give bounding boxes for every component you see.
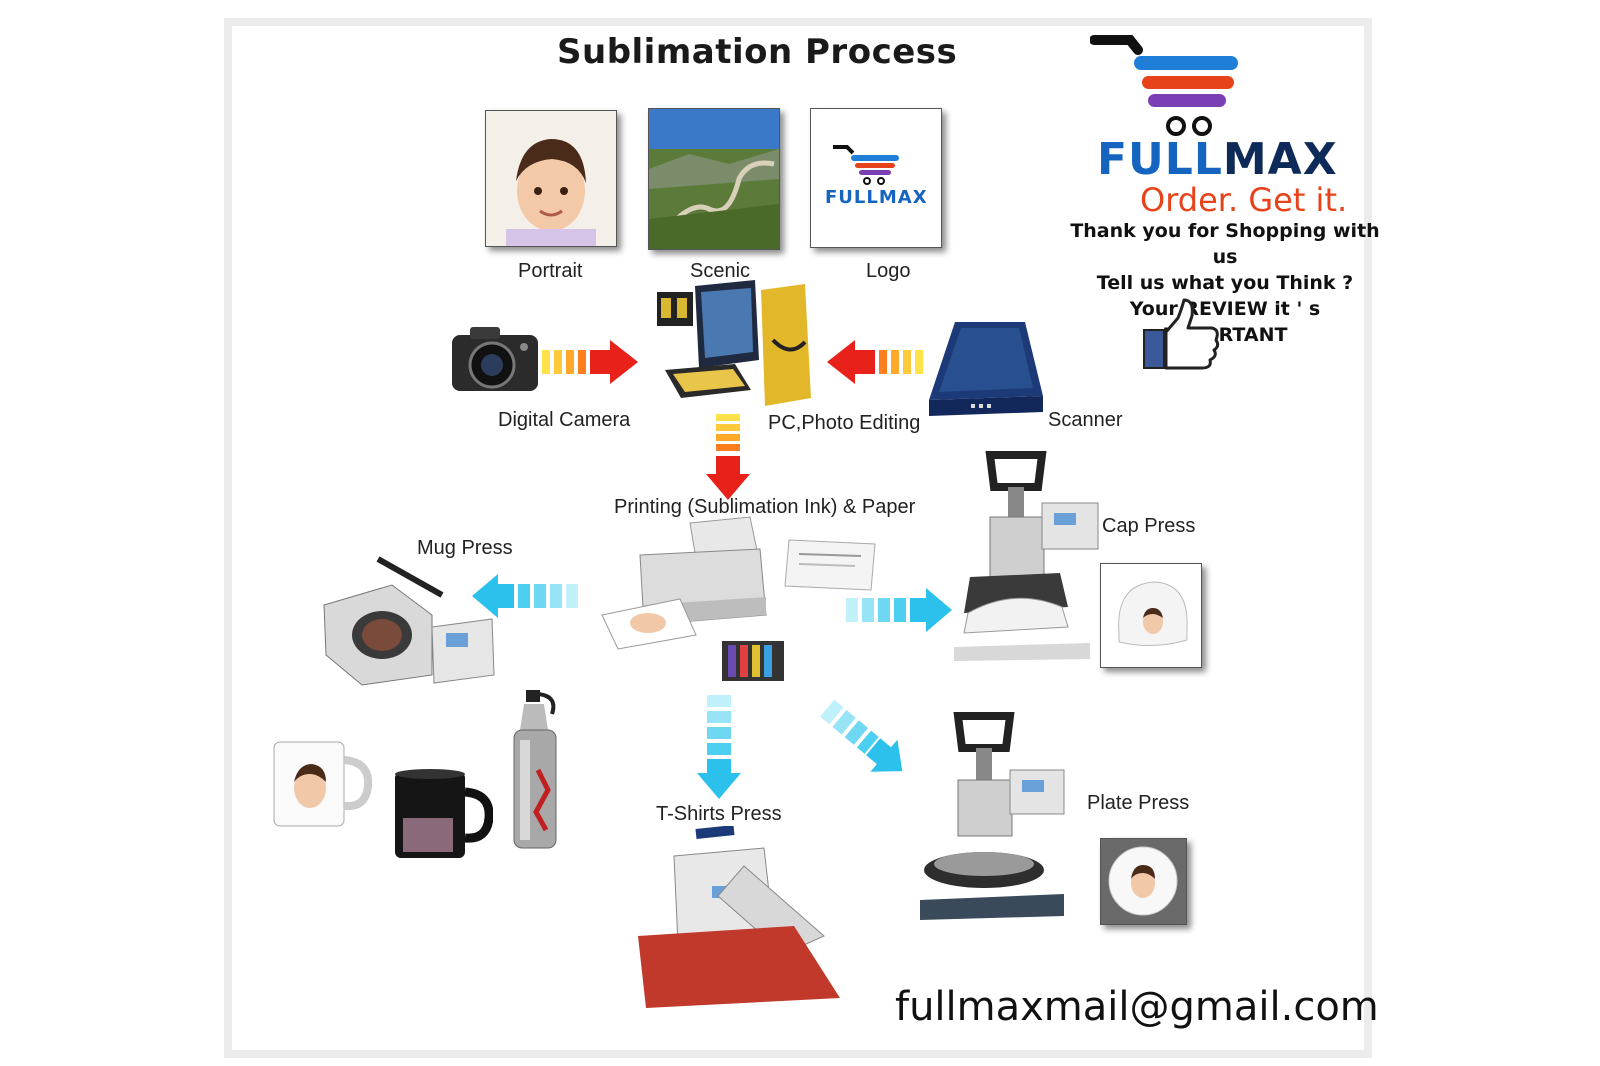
arrow-printer-to-plate: [820, 699, 903, 772]
cap-photo: [1100, 563, 1202, 668]
contact-email[interactable]: fullmaxmail@gmail.com: [895, 984, 1379, 1030]
scanner-label: Scanner: [1048, 409, 1123, 431]
thanks-line-2: Tell us what you Think ?: [1096, 272, 1354, 294]
computer-icon: [657, 280, 811, 406]
logo-photo: FULLMAX: [810, 108, 942, 248]
thumbs-up-icon: [1143, 298, 1220, 370]
black-mug-icon: [395, 769, 493, 858]
sublimation-paper: [784, 539, 876, 591]
scenic-label: Scenic: [690, 260, 751, 282]
scanner-icon: [929, 322, 1043, 416]
printing-label: Printing (Sublimation Ink) & Paper: [614, 496, 916, 518]
thanks-line-1: Thank you for Shopping with us: [1070, 220, 1380, 268]
cart-icon: [1090, 35, 1238, 136]
camera-icon: [452, 327, 538, 391]
diagram-title: Sublimation Process: [557, 32, 958, 72]
review-message: Thank you for Shopping with us Tell us w…: [1070, 218, 1380, 348]
plate-photo: [1100, 838, 1187, 925]
cap-press-icon: [954, 451, 1099, 661]
brand-tagline: Order. Get it.: [1140, 181, 1348, 219]
arrow-printer-to-mug: [472, 574, 578, 618]
tshirt-press-label: T-Shirts Press: [656, 803, 782, 825]
portrait-label: Portrait: [518, 260, 583, 282]
brand-name-full: FULL: [1097, 134, 1223, 185]
logo-small-text: FULLMAX: [825, 187, 928, 208]
mug-press-label: Mug Press: [417, 537, 513, 559]
arrow-camera-to-pc: [542, 340, 638, 384]
arrow-pc-to-printer: [706, 414, 750, 500]
brand-name-max: MAX: [1222, 134, 1338, 185]
logo-label: Logo: [866, 260, 911, 282]
camera-label: Digital Camera: [498, 409, 631, 431]
cart-icon: [833, 145, 899, 185]
mug-press-icon: [323, 556, 495, 686]
plate-press-icon: [920, 712, 1065, 920]
printer-icon: [601, 516, 784, 681]
plate-press-label: Plate Press: [1087, 792, 1190, 814]
cap-press-label: Cap Press: [1102, 515, 1196, 537]
water-bottle-icon: [513, 690, 557, 849]
portrait-photo: [485, 110, 617, 247]
arrow-scanner-to-pc: [827, 340, 923, 384]
arrow-printer-to-tshirt: [697, 695, 741, 799]
tshirt-press-icon: [638, 826, 840, 1008]
arrow-printer-to-cap: [846, 588, 952, 632]
pc-label: PC,Photo Editing: [768, 412, 921, 434]
thanks-line-3: Your REVIEW it ' s IMPORTANT: [1129, 298, 1321, 346]
brand-name: FULLMAX: [1097, 134, 1338, 185]
white-mug-icon: [273, 741, 372, 827]
scenic-photo: [648, 108, 780, 250]
